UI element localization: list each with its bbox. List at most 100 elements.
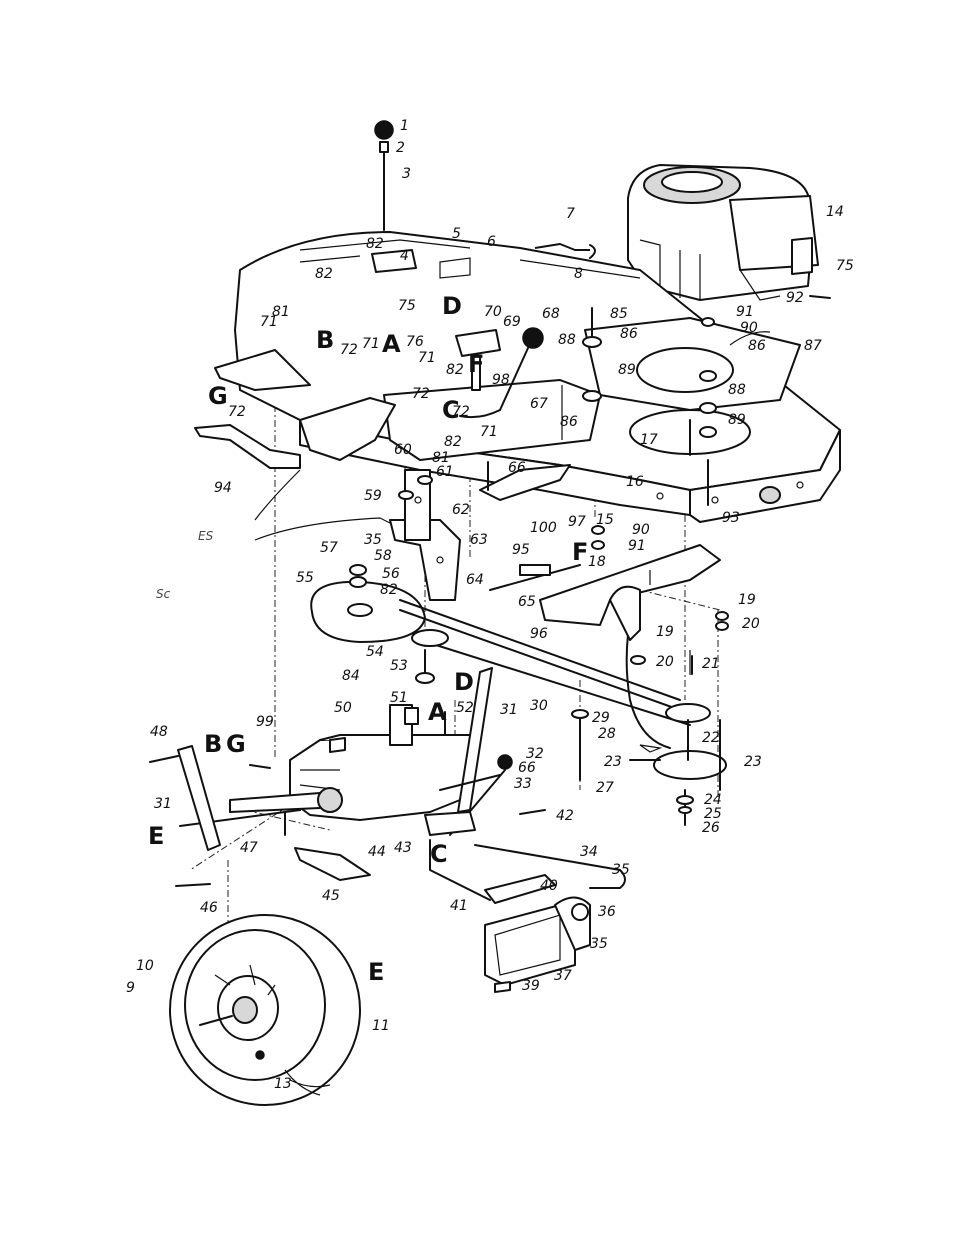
text-fragments: ES Sc bbox=[156, 529, 214, 601]
letter-C: C bbox=[442, 396, 460, 424]
callout-35: 35 bbox=[612, 862, 630, 878]
callout-86: 86 bbox=[748, 338, 766, 354]
callout-99: 99 bbox=[256, 714, 274, 730]
callout-76: 76 bbox=[406, 334, 424, 350]
callout-3: 3 bbox=[402, 166, 411, 182]
callout-66: 66 bbox=[518, 760, 536, 776]
callout-11: 11 bbox=[372, 1018, 390, 1034]
callout-91: 91 bbox=[628, 538, 646, 554]
callout-18: 18 bbox=[588, 554, 606, 570]
callout-19: 19 bbox=[738, 592, 756, 608]
callout-32: 32 bbox=[526, 746, 544, 762]
callout-64: 64 bbox=[466, 572, 484, 588]
letter-E: E bbox=[148, 822, 164, 850]
callout-29: 29 bbox=[592, 710, 610, 726]
shift-lever bbox=[371, 120, 596, 419]
rear-wheel bbox=[169, 914, 361, 1106]
callout-20: 20 bbox=[656, 654, 674, 670]
callout-20: 20 bbox=[742, 616, 760, 632]
callout-82: 82 bbox=[366, 236, 384, 252]
foot-plates bbox=[194, 349, 571, 501]
callout-67: 67 bbox=[530, 396, 548, 412]
callout-39: 39 bbox=[522, 978, 540, 994]
callout-47: 47 bbox=[240, 840, 258, 856]
hardware bbox=[149, 295, 831, 993]
callout-89: 89 bbox=[618, 362, 636, 378]
callout-98: 98 bbox=[492, 372, 510, 388]
callout-71: 71 bbox=[480, 424, 498, 440]
callout-27: 27 bbox=[596, 780, 614, 796]
callout-1: 1 bbox=[400, 118, 409, 134]
callout-93: 93 bbox=[722, 510, 740, 526]
callout-75: 75 bbox=[398, 298, 416, 314]
callout-72: 72 bbox=[452, 404, 470, 420]
letter-G: G bbox=[226, 730, 246, 758]
callout-71: 71 bbox=[418, 350, 436, 366]
callout-72: 72 bbox=[340, 342, 358, 358]
callout-17: 17 bbox=[640, 432, 658, 448]
callout-23: 23 bbox=[744, 754, 762, 770]
callout-8: 8 bbox=[574, 266, 583, 282]
callout-25: 25 bbox=[704, 806, 722, 822]
callout-57: 57 bbox=[320, 540, 338, 556]
callout-84: 84 bbox=[342, 668, 360, 684]
callout-23: 23 bbox=[604, 754, 622, 770]
connection-letters: B A D F G C F D A B G E C E bbox=[148, 292, 588, 986]
callout-7: 7 bbox=[566, 206, 575, 222]
callout-54: 54 bbox=[366, 644, 384, 660]
letter-F: F bbox=[468, 350, 484, 378]
linkage bbox=[177, 667, 626, 901]
letter-A: A bbox=[382, 330, 401, 358]
callout-85: 85 bbox=[610, 306, 628, 322]
letter-B: B bbox=[204, 730, 222, 758]
callout-63: 63 bbox=[470, 532, 488, 548]
callout-22: 22 bbox=[702, 730, 720, 746]
letter-A: A bbox=[428, 698, 447, 726]
callout-96: 96 bbox=[530, 626, 548, 642]
engine bbox=[627, 164, 819, 301]
callout-70: 70 bbox=[484, 304, 502, 320]
callout-90: 90 bbox=[632, 522, 650, 538]
callout-44: 44 bbox=[368, 844, 386, 860]
callout-100: 100 bbox=[530, 520, 557, 536]
callout-81: 81 bbox=[432, 450, 450, 466]
callout-72: 72 bbox=[228, 404, 246, 420]
callout-48: 48 bbox=[150, 724, 168, 740]
callout-16: 16 bbox=[626, 474, 644, 490]
callout-60: 60 bbox=[394, 442, 412, 458]
callout-62: 62 bbox=[452, 502, 470, 518]
letter-C: C bbox=[430, 840, 448, 868]
letter-G: G bbox=[208, 382, 228, 410]
callout-71: 71 bbox=[260, 314, 278, 330]
callout-97: 97 bbox=[568, 514, 586, 530]
callout-59: 59 bbox=[364, 488, 382, 504]
callout-87: 87 bbox=[804, 338, 822, 354]
callout-88: 88 bbox=[728, 382, 746, 398]
callout-28: 28 bbox=[598, 726, 616, 742]
callout-14: 14 bbox=[826, 204, 844, 220]
callout-35: 35 bbox=[590, 936, 608, 952]
callout-31: 31 bbox=[500, 702, 518, 718]
callout-61: 61 bbox=[436, 464, 454, 480]
callout-6: 6 bbox=[487, 234, 496, 250]
callout-50: 50 bbox=[334, 700, 352, 716]
letter-E: E bbox=[368, 958, 384, 986]
callout-43: 43 bbox=[394, 840, 412, 856]
callout-45: 45 bbox=[322, 888, 340, 904]
letter-F: F bbox=[572, 538, 588, 566]
callout-24: 24 bbox=[704, 792, 722, 808]
callout-68: 68 bbox=[542, 306, 560, 322]
callout-4: 4 bbox=[400, 248, 409, 264]
fragment-es: ES bbox=[198, 529, 214, 543]
brake-pedal bbox=[484, 874, 591, 986]
transaxle bbox=[179, 704, 471, 827]
callout-13: 13 bbox=[274, 1076, 292, 1092]
callout-36: 36 bbox=[598, 904, 616, 920]
callout-71: 71 bbox=[362, 336, 380, 352]
callout-33: 33 bbox=[514, 776, 532, 792]
callout-19: 19 bbox=[656, 624, 674, 640]
callout-65: 65 bbox=[518, 594, 536, 610]
callout-89: 89 bbox=[728, 412, 746, 428]
idler-bracket bbox=[489, 544, 721, 675]
